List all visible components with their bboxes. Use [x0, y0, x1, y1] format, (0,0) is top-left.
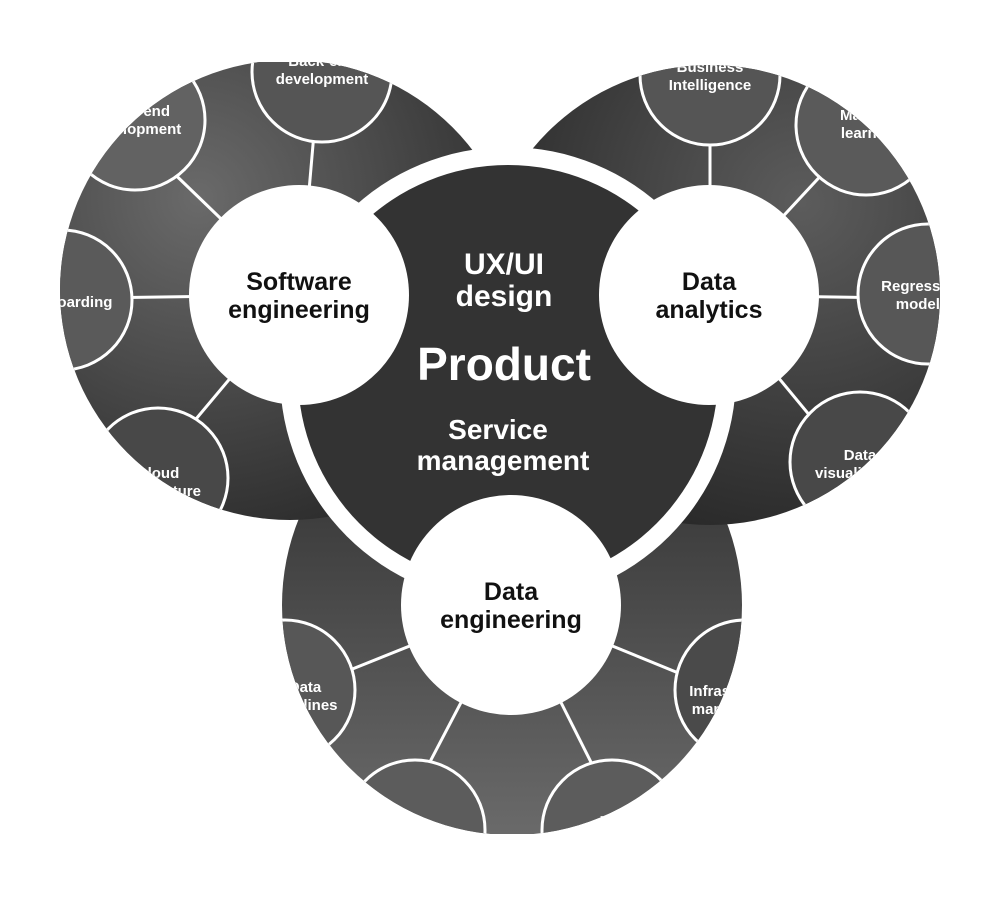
petal-machine-learning[interactable]: Machine learning: [794, 55, 938, 197]
petal-data-pipelines[interactable]: Data pipelines: [215, 618, 357, 762]
ux-ui-label: UX/UI: [464, 248, 544, 281]
petal-regression-models[interactable]: Regression models: [856, 222, 998, 366]
petal-label: Front-end: [100, 103, 170, 120]
petal-bottom-right[interactable]: D: [540, 758, 684, 900]
petal-business-intelligence[interactable]: Business Intelligence: [638, 5, 782, 147]
petal-label: Business: [677, 59, 744, 76]
management-label: management: [417, 445, 590, 476]
hub-data-engineering[interactable]: Data engineering: [401, 495, 621, 715]
petal-label: learning: [841, 125, 899, 142]
petal-label: visualization: [815, 465, 905, 482]
hub-software-engineering[interactable]: Software engineering: [189, 185, 409, 405]
petal-bottom-left[interactable]: [343, 758, 487, 900]
petal-label: Regression: [881, 278, 963, 295]
petal-label: management: [692, 701, 785, 718]
petal-label: development: [276, 71, 369, 88]
petal-dashboarding[interactable]: Dashboarding: [0, 228, 134, 372]
petal-label: Machine: [840, 107, 900, 124]
petal-label: development: [89, 121, 182, 138]
service-label: Service: [448, 414, 548, 445]
petal-label: Cloud: [137, 465, 180, 482]
petal-label: Dashboarding: [12, 294, 113, 311]
design-label: design: [456, 280, 553, 313]
hub-label: Data: [484, 578, 539, 606]
petal-label: Infrastructure: [689, 683, 787, 700]
petal-label: Data: [289, 679, 322, 696]
hub-label: engineering: [228, 296, 370, 324]
petal-cloud-architecture[interactable]: Cloud architecture: [86, 406, 230, 548]
petal-label: models: [896, 296, 949, 313]
petal-label: Intelligence: [669, 77, 752, 94]
product-label: Product: [417, 338, 591, 390]
petal-label: D: [600, 813, 611, 830]
petal-label: pipelines: [272, 697, 337, 714]
hub-label: Software: [246, 268, 352, 296]
petal-data-visualization[interactable]: Data visualization: [788, 390, 932, 532]
hub-label: engineering: [440, 606, 582, 634]
hub-label: Data: [682, 268, 737, 296]
petal-label: architecture: [115, 483, 201, 500]
petal-back-end-development[interactable]: Back-end development: [250, 2, 394, 144]
petal-front-end-development[interactable]: Front-end development: [63, 50, 207, 192]
petal-label: Data: [844, 447, 877, 464]
hub-label: analytics: [655, 296, 762, 324]
petal-infrastructure-management[interactable]: Infrastructure management: [673, 618, 815, 762]
center-text: UX/UI design Product Service management: [417, 248, 591, 476]
petal-label: Back-end: [288, 53, 356, 70]
hub-data-analytics[interactable]: Data analytics: [599, 185, 819, 405]
